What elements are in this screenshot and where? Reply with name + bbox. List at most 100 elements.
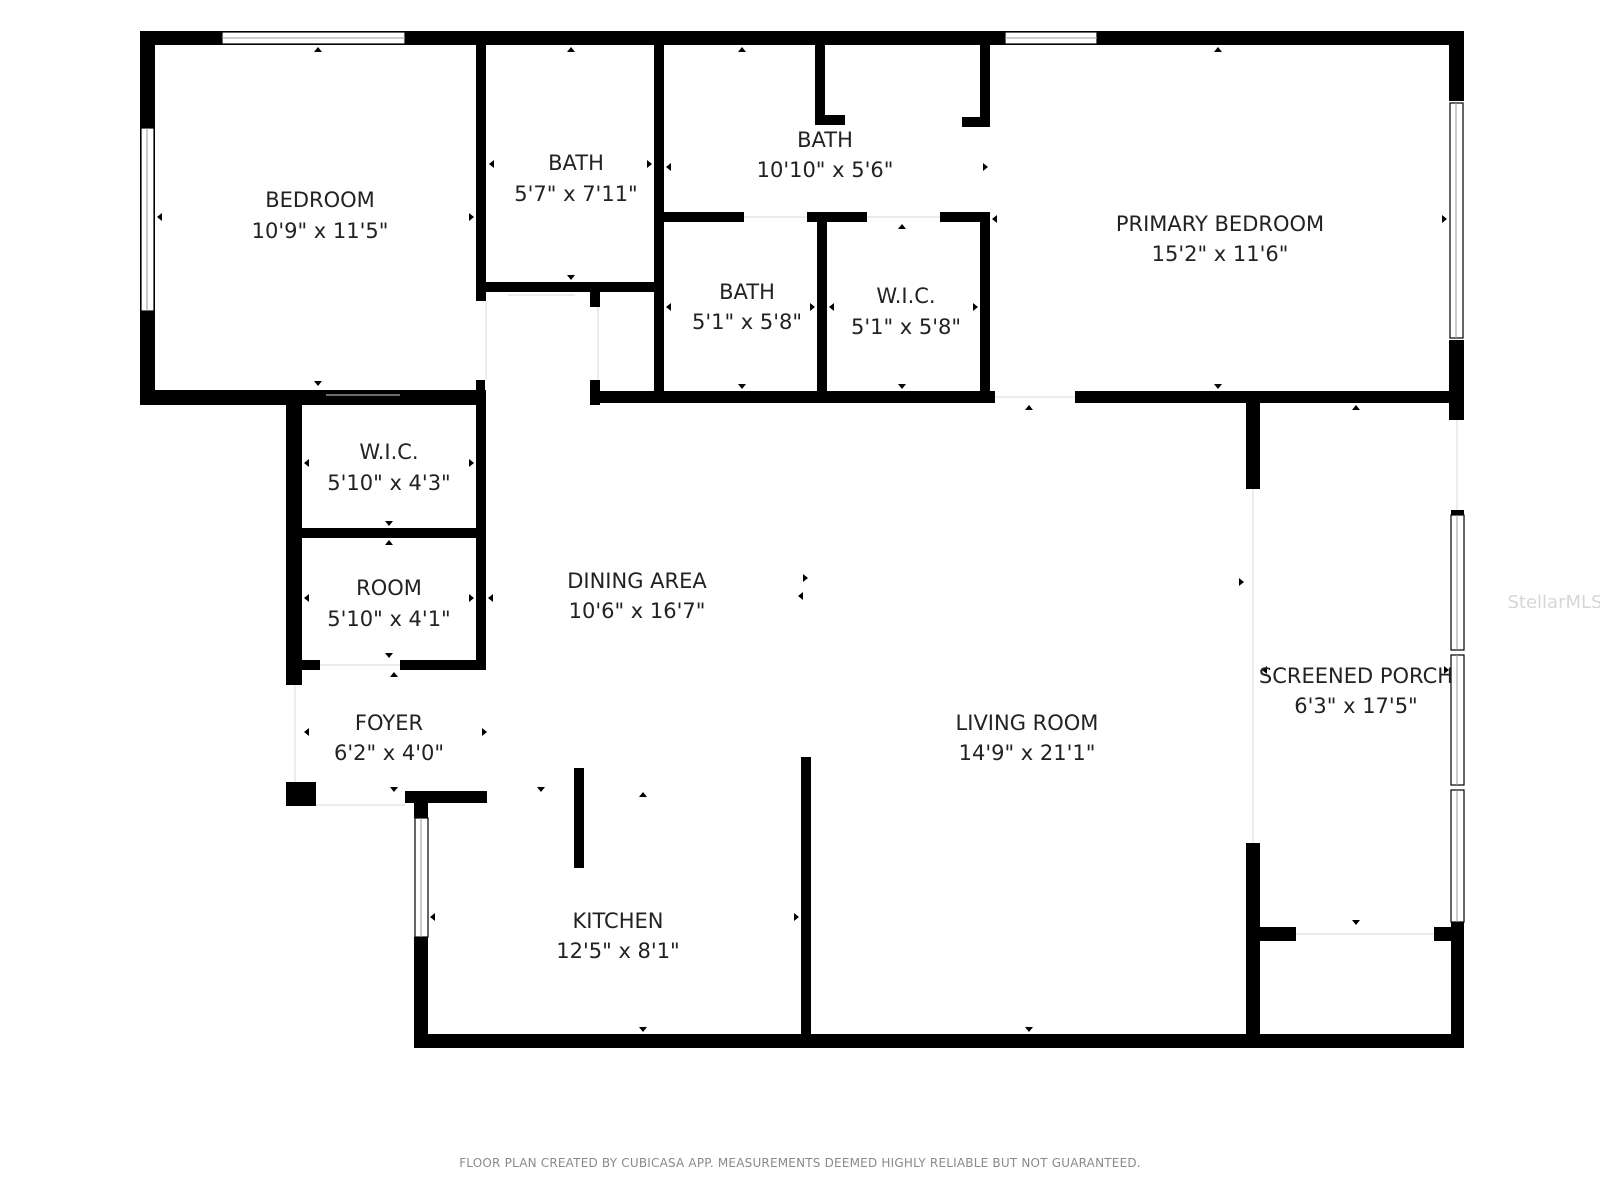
- room-label-wic1-name: W.I.C.: [876, 284, 935, 308]
- wall-bottom: [414, 1034, 1464, 1048]
- wall-room-bottom-right: [400, 660, 486, 670]
- dimension-arrow: [390, 672, 398, 677]
- dimension-arrow: [314, 47, 322, 52]
- room-label-kitchen-name: KITCHEN: [573, 909, 664, 933]
- wall-wic2-room: [286, 528, 485, 538]
- room-label-screened-porch-dims: 6'3" x 17'5": [1294, 694, 1417, 718]
- dimension-arrow: [829, 303, 834, 311]
- room-label-primary-bedroom-name: PRIMARY BEDROOM: [1116, 212, 1324, 236]
- room-label-room-dims: 5'10" x 4'1": [327, 607, 450, 631]
- wall-room-bottom-left: [286, 660, 320, 670]
- wall-bath2-stub-right: [980, 31, 990, 127]
- dimension-arrow: [482, 728, 487, 736]
- dimension-arrow: [1025, 1027, 1033, 1032]
- wall-wic1-right: [980, 212, 990, 402]
- wall-primary-bottom: [980, 391, 995, 403]
- room-label-bath2-name: BATH: [797, 128, 853, 152]
- dimension-arrow: [469, 213, 474, 221]
- dimension-arrow: [314, 381, 322, 386]
- dimension-arrow: [803, 574, 808, 582]
- room-label-bath1-name: BATH: [548, 151, 604, 175]
- wall-wic2-top-right: [400, 390, 485, 400]
- dimension-arrow: [304, 728, 309, 736]
- wall-bedroom-right: [476, 31, 486, 301]
- wall-right-primary-lower: [1449, 340, 1464, 420]
- dimension-arrow: [304, 594, 309, 602]
- dimension-arrow: [898, 224, 906, 229]
- dimension-arrow: [647, 160, 652, 168]
- wall-closet-left: [590, 282, 600, 307]
- wall-top: [140, 31, 1464, 45]
- room-label-bath3-name: BATH: [719, 280, 775, 304]
- dimension-arrow: [1025, 405, 1033, 410]
- dimension-arrow: [304, 459, 309, 467]
- dimension-arrow: [537, 787, 545, 792]
- wall-kitchen-living: [801, 757, 811, 1048]
- dimension-arrow: [983, 163, 988, 171]
- dimension-arrow: [489, 160, 494, 168]
- dimension-arrow: [1214, 47, 1222, 52]
- dimension-arrow: [639, 792, 647, 797]
- dimension-arrow: [385, 540, 393, 545]
- wall-kitchen-top-left: [405, 791, 487, 803]
- wall-right-primary: [1449, 31, 1464, 101]
- wall-wic2-top: [286, 390, 326, 400]
- kitchen-island: [574, 768, 584, 868]
- room-label-dining-area-dims: 10'6" x 16'7": [569, 599, 706, 623]
- dimension-arrow: [430, 913, 435, 921]
- room-label-wic2-name: W.I.C.: [359, 440, 418, 464]
- dimension-arrow: [567, 47, 575, 52]
- dimension-arrow: [488, 594, 493, 602]
- windows: [140, 31, 1465, 938]
- room-labels: BEDROOM 10'9" x 11'5" BATH 5'7" x 7'11" …: [252, 128, 1453, 963]
- dimension-arrow: [157, 213, 162, 221]
- room-label-foyer-name: FOYER: [355, 711, 423, 735]
- wall-foyer-left-lower: [286, 782, 316, 806]
- dimension-arrow: [1442, 215, 1447, 223]
- footer-disclaimer: FLOOR PLAN CREATED BY CUBICASA APP. MEAS…: [459, 1156, 1141, 1170]
- wall-wic2-left: [286, 398, 302, 685]
- dimension-arrow: [385, 653, 393, 658]
- dimension-arrow: [898, 384, 906, 389]
- room-label-bath3-dims: 5'1" x 5'8": [692, 310, 802, 334]
- wall-bath2-bottom-mid: [807, 212, 867, 222]
- wall-living-porch-top: [1246, 403, 1260, 489]
- door-openings: [294, 216, 1458, 935]
- dimension-arrow: [469, 594, 474, 602]
- room-label-bath1-dims: 5'7" x 7'11": [514, 182, 637, 206]
- room-label-kitchen-dims: 12'5" x 8'1": [556, 939, 679, 963]
- dimension-arrow: [798, 592, 803, 600]
- room-label-wic1-dims: 5'1" x 5'8": [851, 315, 961, 339]
- dimension-arrow: [666, 303, 671, 311]
- dimension-arrow: [1214, 384, 1222, 389]
- wall-bath3-wic-divider: [817, 212, 827, 402]
- room-label-dining-area-name: DINING AREA: [567, 569, 707, 593]
- wall-baths-bottom: [590, 391, 990, 403]
- wall-bath2-bottom: [654, 212, 744, 222]
- dimension-arrow: [738, 384, 746, 389]
- wall-wic2-right: [476, 390, 486, 670]
- room-label-bath2-dims: 10'10" x 5'6": [757, 158, 894, 182]
- room-label-bedroom-dims: 10'9" x 11'5": [252, 219, 389, 243]
- room-label-living-room-dims: 14'9" x 21'1": [959, 741, 1096, 765]
- wall-bath2-stub-left-h: [815, 115, 845, 125]
- dimension-arrow: [1444, 666, 1449, 674]
- wall-primary-bottom-right: [1075, 391, 1464, 403]
- wall-living-porch-bottom: [1246, 843, 1260, 1048]
- wall-kitchen-left: [414, 800, 428, 818]
- dimension-arrow: [810, 303, 815, 311]
- room-label-bedroom-name: BEDROOM: [265, 188, 375, 212]
- dimension-arrow: [1239, 578, 1244, 586]
- walls: [140, 31, 1464, 1048]
- wall-bath2-stub-left: [815, 31, 825, 124]
- room-label-living-room-name: LIVING ROOM: [956, 711, 1099, 735]
- dimension-arrow: [1262, 666, 1267, 674]
- room-label-foyer-dims: 6'2" x 4'0": [334, 741, 444, 765]
- wall-kitchen-left-lower: [414, 937, 428, 1048]
- dimension-arrow: [390, 787, 398, 792]
- wall-porch-ledge-left: [1246, 927, 1296, 941]
- dimension-arrow: [385, 521, 393, 526]
- wall-bath1-bottom: [476, 282, 658, 292]
- dimension-arrow: [1352, 405, 1360, 410]
